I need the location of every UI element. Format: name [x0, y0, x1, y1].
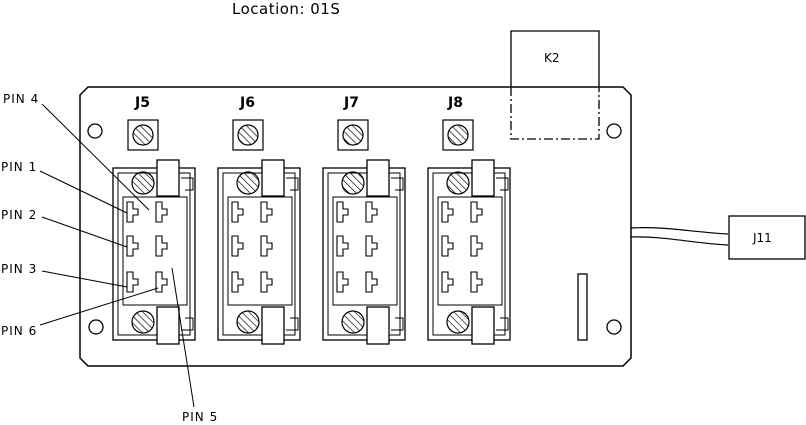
latch-top: [181, 178, 193, 190]
pin-contact: [471, 236, 482, 256]
pin-contact: [442, 272, 453, 292]
connector-j6-label: J6: [239, 95, 255, 111]
test-point-screw-icon: [133, 125, 153, 145]
pin-contact: [156, 236, 167, 256]
relay-k2-label: K2: [544, 51, 560, 65]
connector-screw-bottom-icon: [132, 311, 154, 333]
relay-k2: K2: [511, 31, 599, 139]
pin-callout-lines: [40, 104, 194, 407]
pin-contact: [337, 272, 348, 292]
connector-clip-top: [157, 160, 179, 196]
pin-contact: [232, 272, 243, 292]
pin6-label: PIN 6: [1, 324, 37, 338]
connector-clip-top: [262, 160, 284, 196]
connector-housing: [218, 168, 300, 340]
pin-contact: [366, 272, 377, 292]
latch-top: [496, 178, 508, 190]
pin-contact: [366, 236, 377, 256]
pin4-label: PIN 4: [3, 92, 39, 106]
pin-contact: [261, 236, 272, 256]
test-point-screw-icon: [343, 125, 363, 145]
connector-screw-top-icon: [447, 172, 469, 194]
location-title: Location: 01S: [232, 0, 340, 18]
latch-bottom: [391, 318, 403, 330]
connector-screw-top-icon: [237, 172, 259, 194]
mounting-hole-bottom-left: [89, 320, 103, 334]
pin-contact: [442, 202, 453, 222]
mounting-hole-top-left: [88, 124, 102, 138]
pin-contact: [232, 202, 243, 222]
pin-contact: [232, 236, 243, 256]
leader-pin2: [42, 217, 127, 247]
connector-clip-bottom: [472, 307, 494, 344]
pin-contact: [337, 202, 348, 222]
leader-pin3: [42, 271, 127, 287]
vertical-component: [578, 274, 587, 340]
connector-screw-bottom-icon: [447, 311, 469, 333]
pin-contact: [442, 236, 453, 256]
latch-bottom: [286, 318, 298, 330]
leader-pin1: [40, 171, 127, 213]
cable-j11: J11: [631, 216, 805, 259]
pin-contact: [261, 202, 272, 222]
pin-contact: [471, 272, 482, 292]
pin-contact: [261, 272, 272, 292]
pin-contact: [366, 202, 377, 222]
mounting-hole-bottom-right: [607, 320, 621, 334]
pin-contact: [127, 202, 138, 222]
pin1-label: PIN 1: [1, 160, 37, 174]
connector-j8: J8: [428, 95, 510, 344]
pin5-label: PIN 5: [182, 410, 218, 424]
pin-contact: [337, 236, 348, 256]
connector-j8-label: J8: [447, 95, 463, 111]
pin-contact: [156, 202, 167, 222]
connector-j5: J5: [113, 95, 195, 344]
latch-top: [286, 178, 298, 190]
cable-connector-j11-label: J11: [752, 231, 772, 245]
pin-contact: [156, 272, 167, 292]
pin-contact: [127, 272, 138, 292]
connector-screw-bottom-icon: [342, 311, 364, 333]
connector-j7: J7: [323, 95, 405, 344]
connector-housing: [428, 168, 510, 340]
test-point-screw-icon: [238, 125, 258, 145]
connector-clip-top: [367, 160, 389, 196]
connector-screw-bottom-icon: [237, 311, 259, 333]
connector-j6: J6: [218, 95, 300, 344]
connector-j5-label: J5: [134, 95, 150, 111]
connector-housing: [323, 168, 405, 340]
connector-clip-bottom: [367, 307, 389, 344]
pin2-label: PIN 2: [1, 208, 37, 222]
pin-contact: [127, 236, 138, 256]
latch-bottom: [496, 318, 508, 330]
latch-top: [391, 178, 403, 190]
connector-clip-top: [472, 160, 494, 196]
connector-j7-label: J7: [343, 95, 359, 111]
test-point-screw-icon: [448, 125, 468, 145]
connector-clip-bottom: [157, 307, 179, 344]
latch-bottom: [181, 318, 193, 330]
pin3-label: PIN 3: [1, 262, 37, 276]
connector-clip-bottom: [262, 307, 284, 344]
connector-group: J5 J6 J7 J8: [113, 95, 510, 344]
connector-housing: [113, 168, 195, 340]
pin-contact: [471, 202, 482, 222]
connector-screw-top-icon: [132, 172, 154, 194]
connector-screw-top-icon: [342, 172, 364, 194]
mounting-hole-top-right: [607, 124, 621, 138]
